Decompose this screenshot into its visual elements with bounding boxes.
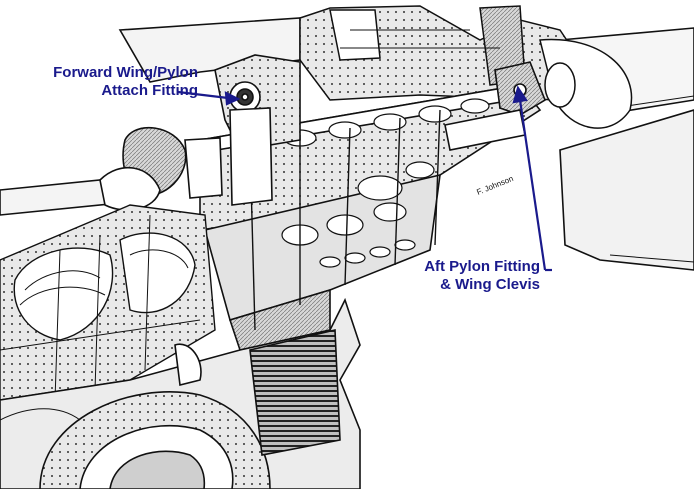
callout-line: Aft Pylon Fitting	[424, 258, 540, 275]
aft-fitting-leader	[518, 99, 547, 271]
aft-fitting-arrowhead	[512, 85, 528, 104]
callout-line: Attach Fitting	[101, 82, 198, 99]
callout-line: & Wing Clevis	[440, 276, 540, 293]
engine-nacelle	[0, 297, 361, 489]
forward-attach-fitting	[99, 54, 301, 211]
forward-fitting-leader	[177, 90, 229, 100]
fuselage-cutaway	[0, 204, 216, 401]
callout-leaders	[177, 85, 552, 272]
callout-line: Forward Wing/Pylon	[53, 64, 198, 81]
forward-fitting-callout: Forward Wing/Pylon Attach Fitting	[30, 64, 198, 100]
forward-fitting-arrowhead	[224, 91, 241, 106]
aft-fitting-callout: Aft Pylon Fitting & Wing Clevis	[392, 258, 540, 294]
artist-signature: F. Johnson	[475, 174, 514, 197]
